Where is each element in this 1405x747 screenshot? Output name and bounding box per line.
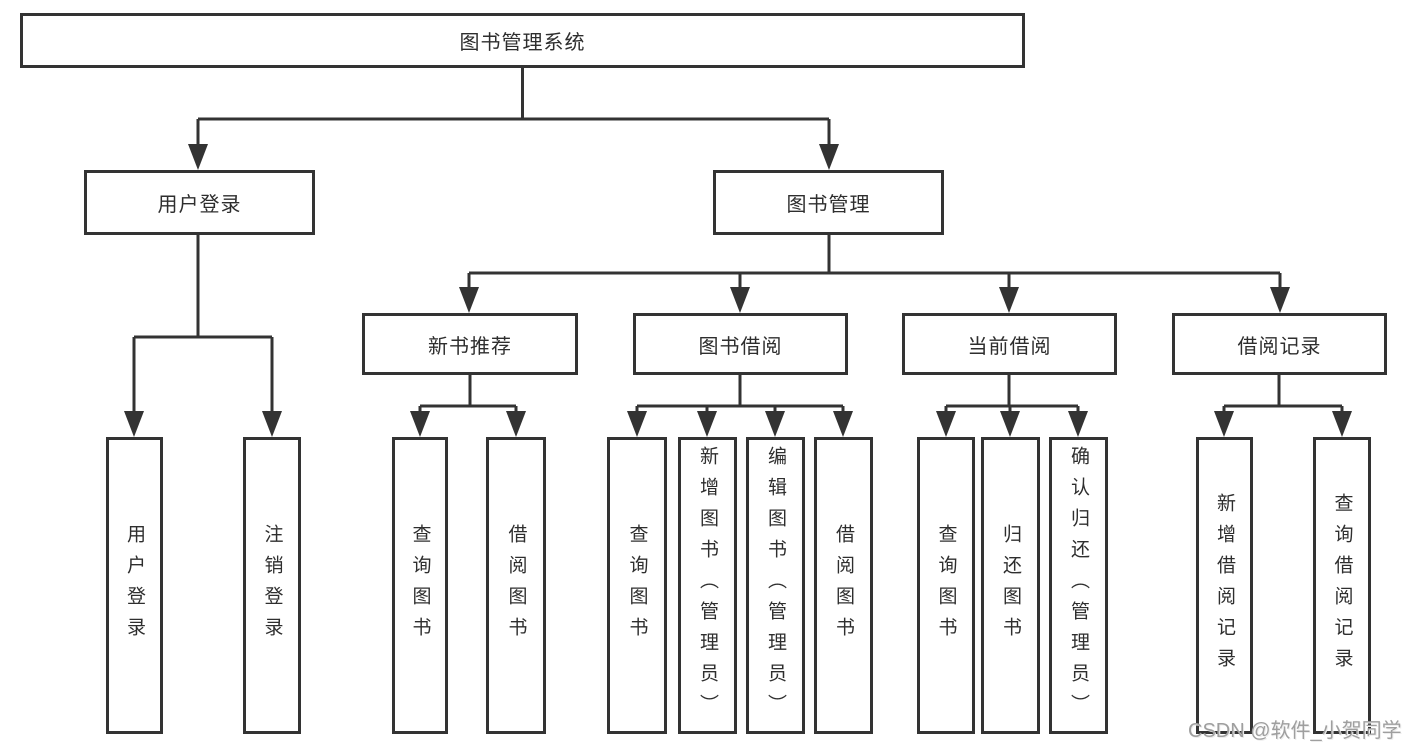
leaf-borrow-add-books-admin-label: 新增图书（管理员）	[697, 446, 718, 725]
arrowhead	[1270, 287, 1290, 313]
connector-current-to-leaves	[936, 375, 1088, 437]
node-current-borrow: 当前借阅	[902, 313, 1117, 375]
node-user-login: 用户登录	[84, 170, 315, 235]
leaf-logout-label: 注销登录	[261, 523, 283, 648]
leaf-recommend-borrow-books: 借阅图书	[486, 437, 546, 734]
leaf-logout: 注销登录	[243, 437, 301, 734]
arrowhead	[262, 411, 282, 437]
leaf-record-add-record-label: 新增借阅记录	[1214, 492, 1235, 679]
arrowhead	[627, 411, 647, 437]
leaf-current-query-books-label: 查询图书	[935, 523, 957, 648]
arrowhead	[1000, 411, 1020, 437]
connector-user-login-to-leaves	[124, 235, 282, 437]
leaf-current-return-books-label: 归还图书	[1000, 523, 1021, 648]
leaf-borrow-borrow-books: 借阅图书	[814, 437, 873, 734]
arrowhead	[1214, 411, 1234, 437]
leaf-recommend-borrow-books-label: 借阅图书	[505, 523, 527, 648]
leaf-borrow-add-books-admin: 新增图书（管理员）	[678, 437, 737, 734]
leaf-borrow-borrow-books-label: 借阅图书	[833, 523, 854, 648]
node-current-borrow-label: 当前借阅	[967, 335, 1052, 358]
node-new-book-recommend: 新书推荐	[362, 313, 578, 375]
arrowhead	[1068, 411, 1088, 437]
leaf-borrow-query-books-label: 查询图书	[626, 523, 648, 648]
watermark: CSDN @软件_小贺同学	[1188, 720, 1402, 742]
node-root-system: 图书管理系统	[20, 13, 1025, 68]
leaf-borrow-edit-books-admin: 编辑图书（管理员）	[746, 437, 805, 734]
leaf-user-login-label: 用户登录	[124, 523, 145, 648]
leaf-current-return-books: 归还图书	[981, 437, 1040, 734]
connector-book-mgmt-to-level3	[459, 235, 1290, 313]
connector-borrow-to-leaves	[627, 375, 853, 437]
arrowhead	[410, 411, 430, 437]
arrowhead	[819, 144, 839, 170]
arrowhead	[730, 287, 750, 313]
arrowhead	[936, 411, 956, 437]
arrowhead	[1332, 411, 1352, 437]
leaf-user-login: 用户登录	[106, 437, 163, 734]
leaf-current-query-books: 查询图书	[917, 437, 975, 734]
connector-root-to-level2	[188, 68, 839, 170]
node-book-management: 图书管理	[713, 170, 944, 235]
leaf-record-query-record: 查询借阅记录	[1313, 437, 1371, 734]
leaf-record-add-record: 新增借阅记录	[1196, 437, 1253, 734]
leaf-current-confirm-return-admin-label: 确认归还（管理员）	[1068, 446, 1089, 725]
node-book-borrow: 图书借阅	[633, 313, 848, 375]
arrowhead	[506, 411, 526, 437]
arrowhead	[124, 411, 144, 437]
leaf-borrow-query-books: 查询图书	[607, 437, 667, 734]
leaf-record-query-record-label: 查询借阅记录	[1331, 492, 1353, 679]
leaf-current-confirm-return-admin: 确认归还（管理员）	[1049, 437, 1108, 734]
node-user-login-label: 用户登录	[157, 194, 242, 216]
connector-recommend-to-leaves	[410, 375, 526, 437]
node-root-system-label: 图书管理系统	[459, 32, 586, 54]
connector-record-to-leaves	[1214, 375, 1352, 437]
node-book-management-label: 图书管理	[786, 194, 871, 216]
node-new-book-recommend-label: 新书推荐	[428, 335, 512, 358]
leaf-recommend-query-books-label: 查询图书	[409, 523, 431, 648]
arrowhead	[833, 411, 853, 437]
leaf-borrow-edit-books-admin-label: 编辑图书（管理员）	[765, 446, 786, 725]
node-book-borrow-label: 图书借阅	[698, 335, 783, 358]
arrowhead	[765, 411, 785, 437]
node-borrow-record-label: 借阅记录	[1237, 335, 1322, 358]
arrowhead	[459, 287, 479, 313]
node-borrow-record: 借阅记录	[1172, 313, 1387, 375]
arrowhead	[999, 287, 1019, 313]
arrowhead	[188, 144, 208, 170]
leaf-recommend-query-books: 查询图书	[392, 437, 448, 734]
arrowhead	[697, 411, 717, 437]
